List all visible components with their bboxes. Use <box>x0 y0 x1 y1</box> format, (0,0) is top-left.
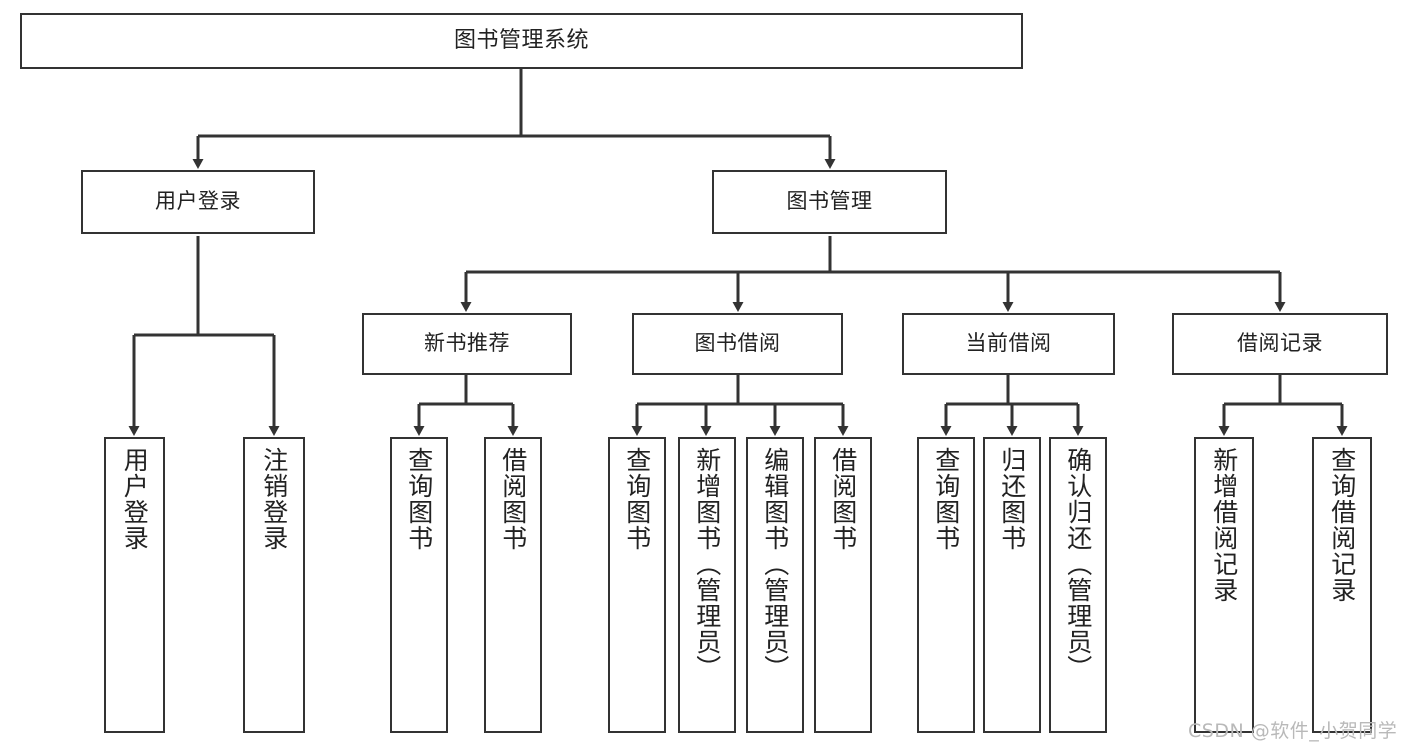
node-new-book-recommend-label: 新书推荐 <box>424 331 510 356</box>
node-leaf-logout-login-label: 注销登录 <box>259 447 289 551</box>
node-book-borrow-label: 图书借阅 <box>694 331 781 356</box>
node-leaf-edit-book-admin[interactable]: 编辑图书（管理员） <box>746 437 804 733</box>
node-user-login-label: 用户登录 <box>155 189 241 214</box>
node-leaf-confirm-return-admin-label: 确认归还（管理员） <box>1063 447 1093 681</box>
node-borrow-record-label: 借阅记录 <box>1237 331 1323 356</box>
node-leaf-user-login[interactable]: 用户登录 <box>104 437 165 733</box>
node-leaf-query-book-2[interactable]: 查询图书 <box>608 437 666 733</box>
node-root[interactable]: 图书管理系统 <box>20 13 1023 69</box>
node-leaf-borrow-book-1[interactable]: 借阅图书 <box>484 437 542 733</box>
node-borrow-record[interactable]: 借阅记录 <box>1172 313 1388 375</box>
node-leaf-confirm-return-admin[interactable]: 确认归还（管理员） <box>1049 437 1107 733</box>
node-leaf-query-book-3-label: 查询图书 <box>931 447 961 551</box>
node-leaf-add-book-admin[interactable]: 新增图书（管理员） <box>678 437 736 733</box>
node-root-label: 图书管理系统 <box>453 27 589 53</box>
node-leaf-add-book-admin-label: 新增图书（管理员） <box>692 447 722 681</box>
node-leaf-return-book-label: 归还图书 <box>997 447 1027 551</box>
node-leaf-borrow-book-2-label: 借阅图书 <box>828 447 858 551</box>
node-leaf-query-book-1-label: 查询图书 <box>404 447 434 551</box>
node-leaf-user-login-label: 用户登录 <box>120 447 150 551</box>
node-current-borrow-label: 当前借阅 <box>965 331 1052 356</box>
node-leaf-add-borrow-record[interactable]: 新增借阅记录 <box>1194 437 1254 733</box>
node-leaf-add-borrow-record-label: 新增借阅记录 <box>1209 447 1239 603</box>
node-leaf-query-book-3[interactable]: 查询图书 <box>917 437 975 733</box>
csdn-watermark: CSDN @软件_小贺同学 <box>1188 720 1398 742</box>
node-leaf-borrow-book-1-label: 借阅图书 <box>498 447 528 551</box>
node-leaf-logout-login[interactable]: 注销登录 <box>243 437 305 733</box>
node-leaf-query-borrow-record-label: 查询借阅记录 <box>1327 447 1357 603</box>
node-leaf-query-book-2-label: 查询图书 <box>622 447 652 551</box>
node-leaf-query-borrow-record[interactable]: 查询借阅记录 <box>1312 437 1372 733</box>
node-book-management[interactable]: 图书管理 <box>712 170 947 234</box>
node-leaf-edit-book-admin-label: 编辑图书（管理员） <box>760 447 790 681</box>
node-user-login[interactable]: 用户登录 <box>81 170 315 234</box>
node-leaf-return-book[interactable]: 归还图书 <box>983 437 1041 733</box>
node-book-borrow[interactable]: 图书借阅 <box>632 313 843 375</box>
node-leaf-query-book-1[interactable]: 查询图书 <box>390 437 448 733</box>
node-book-management-label: 图书管理 <box>786 189 873 214</box>
node-current-borrow[interactable]: 当前借阅 <box>902 313 1115 375</box>
node-new-book-recommend[interactable]: 新书推荐 <box>362 313 572 375</box>
node-leaf-borrow-book-2[interactable]: 借阅图书 <box>814 437 872 733</box>
